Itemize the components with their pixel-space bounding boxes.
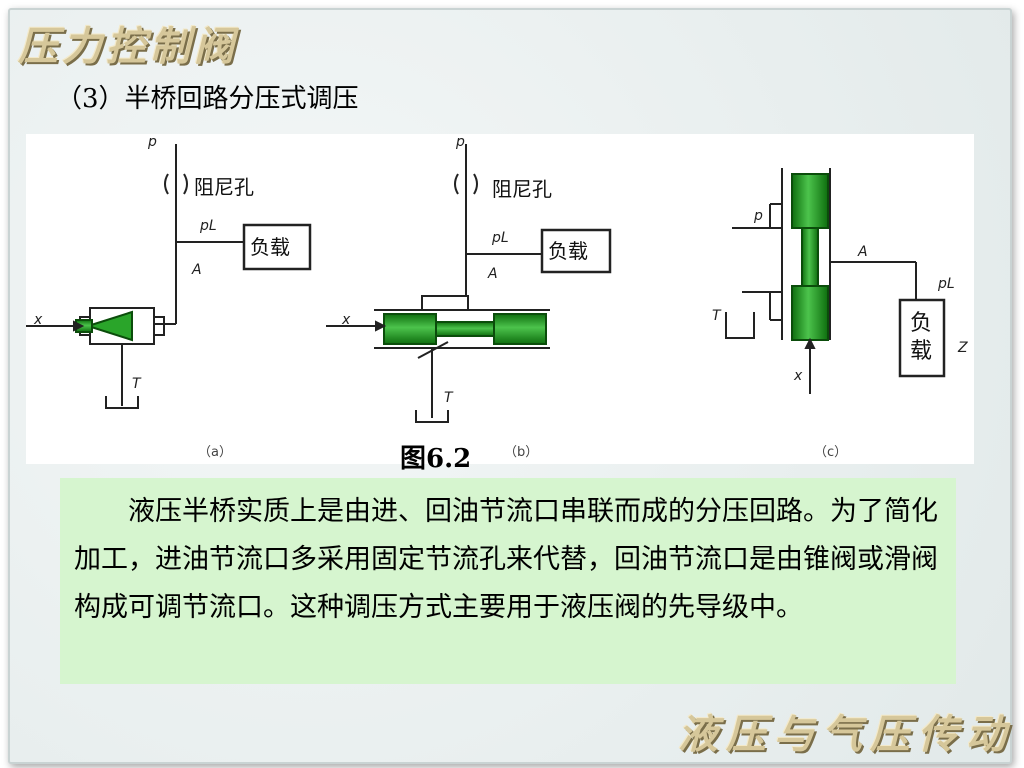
body-text: 液压半桥实质上是由进、回油节流口串联而成的分压回路。为了简化加工，进油节流口多采… [60,478,956,684]
label-b-load: 负载 [548,239,588,263]
diagram-b [326,144,612,423]
label-b-pl: pL [491,230,509,246]
label-c-load-1: 负 [910,311,932,336]
header-title: 压力控制阀 [18,24,238,70]
label-b-p: p [455,134,465,150]
diagram-c [725,168,946,394]
label-b-A: A [487,266,498,282]
label-b-x: x [341,312,351,328]
label-a-pl: pL [199,218,217,234]
section-heading: （3）半桥回路分压式调压 [56,84,359,114]
label-a-T: T [132,376,142,392]
sub-caption-a: （a） [198,445,232,460]
diagram-a [26,144,312,409]
label-c-pl: pL [937,276,955,292]
sub-caption-b: （b） [504,445,538,460]
figure-caption: 图6.2 [400,444,472,474]
sub-caption-c: （c） [814,445,847,460]
label-c-load-2: 载 [910,339,932,364]
label-a-p: p [147,134,157,150]
footer-title: 液压与气压传动 [678,712,1014,758]
label-c-Z: Z [957,340,968,356]
label-c-x: x [793,368,803,384]
diagram-svg: p pL A x T p pL A x T p A pL T x Z 阻尼孔 负… [26,134,968,460]
hydraulic-diagram: p pL A x T p pL A x T p A pL T x Z 阻尼孔 负… [26,134,974,464]
label-c-T: T [712,308,722,324]
label-c-p: p [753,208,763,224]
label-a-orifice: 阻尼孔 [194,175,254,199]
label-a-A: A [191,262,202,278]
label-a-x: x [33,312,43,328]
label-a-load: 负载 [250,235,290,259]
label-c-A: A [857,244,868,260]
label-b-T: T [444,390,454,406]
label-b-orifice: 阻尼孔 [492,177,552,201]
